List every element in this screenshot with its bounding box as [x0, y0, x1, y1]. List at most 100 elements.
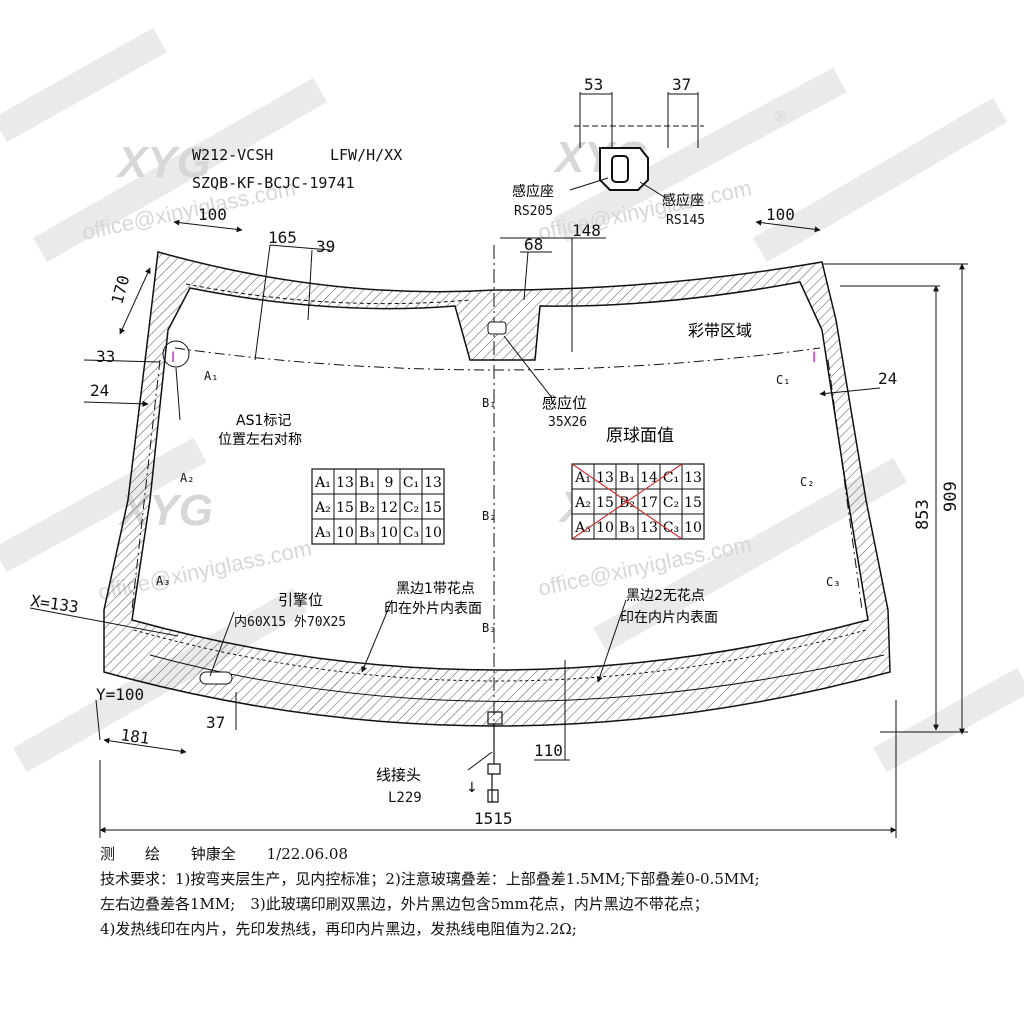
- table-cell: A₁: [574, 470, 591, 486]
- as1-mark-label: AS1标记: [236, 413, 291, 429]
- table-cell: C₁: [663, 470, 679, 486]
- table-cell: 10: [424, 525, 442, 541]
- sensor-size-label: 35X26: [548, 415, 587, 430]
- table-cell: A₃: [314, 525, 331, 541]
- dim-24-right: 24: [878, 369, 897, 388]
- connector-label: 线接头: [376, 766, 421, 784]
- glass-type: LFW/H/XX: [330, 146, 402, 164]
- table-cell: 13: [336, 475, 354, 491]
- drafter-row: 测 绘 钟康全 1/22.06.08: [100, 842, 1000, 867]
- black-border-1-label: 黑边1带花点: [396, 581, 475, 597]
- point-B1: B₁: [482, 396, 496, 410]
- dim-165: 165: [268, 228, 297, 247]
- black-border-1-location: 印在外片内表面: [384, 601, 482, 617]
- table-cell-border: [681, 513, 705, 540]
- table-cell: 15: [596, 495, 614, 511]
- table-cell: 13: [424, 475, 442, 491]
- dim-33: 33: [96, 347, 115, 366]
- dim-100-left: 100: [198, 205, 227, 224]
- dim-100-right: 100: [766, 205, 795, 224]
- table-cell: B₃: [619, 520, 635, 536]
- point-A3: A₃: [156, 574, 170, 588]
- drafter-name: 钟康全: [190, 845, 236, 863]
- dim-37: 37: [672, 75, 691, 94]
- table-cell: 9: [385, 475, 394, 491]
- table-cell-border: [421, 518, 445, 545]
- dim-853: 853: [913, 499, 933, 530]
- sensor-window: [487, 321, 507, 335]
- original-values-label: 原球面值: [606, 426, 674, 446]
- dim-24-left: 24: [90, 381, 109, 400]
- table-cell: 13: [596, 470, 614, 486]
- table-cell: 14: [640, 470, 658, 486]
- black-border-2-label: 黑边2无花点: [626, 588, 705, 604]
- table-cell: B₂: [359, 500, 375, 516]
- dim-170: 170: [108, 273, 134, 306]
- drawing-date: 1/22.06.08: [266, 845, 348, 863]
- connector-shape: [487, 711, 503, 803]
- table-cell: 10: [336, 525, 354, 541]
- point-A2: A₂: [180, 471, 194, 485]
- table-cell: 15: [424, 500, 442, 516]
- dim-53: 53: [584, 75, 603, 94]
- watermark-brand: XYG: [115, 138, 211, 187]
- point-B3: B₃: [482, 621, 496, 635]
- dimension-lines: [29, 219, 968, 838]
- table-cell: B₁: [359, 475, 375, 491]
- table-cell: C₃: [663, 520, 679, 536]
- dim-181: 181: [119, 725, 150, 748]
- watermark-registered: ®: [775, 109, 787, 126]
- table-cell: 15: [336, 500, 354, 516]
- dim-39: 39: [316, 237, 335, 256]
- engine-window: [199, 671, 233, 685]
- dim-37-bottom: 37: [206, 713, 225, 732]
- point-B2: B₂: [482, 509, 496, 523]
- sensor-seat-left-code: RS205: [514, 204, 553, 219]
- table-cell: A₃: [574, 520, 591, 536]
- table-cell: 12: [380, 500, 398, 516]
- requirement-line: 技术要求：1)按弯夹层生产，见内控标准；2)注意玻璃叠差：上部叠差1.5MM;下…: [100, 870, 760, 888]
- down-arrow-icon: ↓: [466, 780, 478, 796]
- as1-circle: [162, 340, 190, 368]
- sensor-seat-right-label: 感应座: [662, 192, 704, 209]
- black-border-2-location: 印在内片内表面: [620, 610, 718, 626]
- point-C3: C₃: [826, 575, 840, 589]
- table-cell: A₂: [574, 495, 591, 511]
- dim-909: 909: [941, 481, 961, 512]
- black-border-hatch: [103, 251, 891, 727]
- dim-y100: Y=100: [96, 685, 144, 704]
- dim-x133: X=133: [29, 591, 79, 617]
- as1-mark-icon: I: [171, 350, 175, 366]
- table-cell: 10: [684, 520, 702, 536]
- point-C1: C₁: [776, 373, 790, 387]
- table-cell: B₁: [619, 470, 635, 486]
- requirement-line: 左右边叠差各1MM; 3)此玻璃印刷双黑边，外片黑边包含5mm花点，内片黑边不带…: [100, 895, 709, 913]
- dim-68: 68: [524, 235, 543, 254]
- engine-size-label: 内60X15 外70X25: [234, 614, 346, 630]
- table-cell: 10: [596, 520, 614, 536]
- table-cell: A₁: [314, 475, 331, 491]
- table-cell: C₂: [403, 500, 419, 516]
- glass-outline: I I: [103, 245, 891, 803]
- drawing-code: SZQB-KF-BCJC-19741: [192, 174, 355, 192]
- dim-148: 148: [572, 221, 601, 240]
- point-A1: A₁: [204, 369, 218, 383]
- dimension-labels: 100 165 39 68 148 100 170 33 24 24 853 9…: [29, 205, 961, 828]
- annotations: 彩带区域 感应位 35X26 AS1标记 位置左右对称 原球面值 引擎位 内60…: [218, 321, 752, 806]
- as1-position-label: 位置左右对称: [218, 432, 302, 448]
- sensor-seat-right-code: RS145: [666, 213, 705, 228]
- engine-position-label: 引擎位: [278, 591, 323, 609]
- sensor-position-label: 感应位: [542, 394, 587, 412]
- table-cell: 15: [684, 495, 702, 511]
- table-cell: B₃: [359, 525, 375, 541]
- drafter-label: 测 绘: [100, 845, 161, 863]
- model-code: W212-VCSH: [192, 146, 273, 164]
- connector-length: L229: [388, 790, 422, 806]
- sensor-detail: 53 37 感应座 RS205 感应座 RS145: [512, 75, 705, 228]
- dim-1515: 1515: [474, 809, 513, 828]
- sensor-seat-left-label: 感应座: [512, 183, 554, 200]
- band-area-label: 彩带区域: [688, 321, 752, 340]
